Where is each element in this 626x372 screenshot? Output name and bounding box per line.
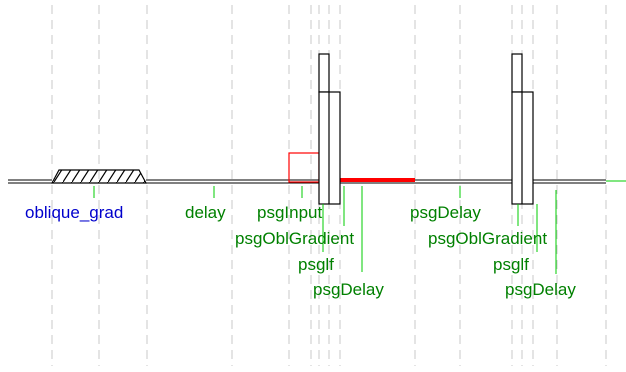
psg-obl-gradient-label-2: psgOblGradient — [428, 229, 547, 248]
pulse-stack-1 — [318, 53, 341, 205]
highlight-segment — [319, 178, 415, 182]
psg-input-box — [288, 152, 320, 183]
psg-delay-label-2: psgDelay — [410, 203, 481, 222]
psg-obl-gradient-label-1: psgOblGradient — [235, 229, 354, 248]
delay-label: delay — [185, 203, 226, 222]
psg-if-label-1: psglf — [298, 255, 334, 274]
psg-delay-label-1: psgDelay — [313, 280, 384, 299]
psg-if-label-2: psglf — [493, 255, 529, 274]
pulse-stack-2 — [511, 53, 534, 205]
oblique-grad-shape — [50, 169, 148, 184]
leader-lines — [93, 186, 557, 274]
psg-input-label: psgInput — [257, 203, 322, 222]
psg-delay-label-3: psgDelay — [505, 280, 576, 299]
oblique-grad-label: oblique_grad — [25, 203, 123, 222]
